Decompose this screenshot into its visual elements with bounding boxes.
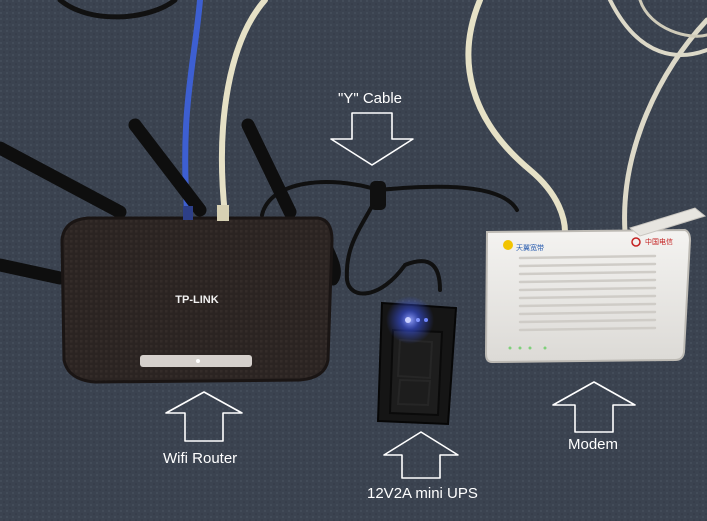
background-cables [57,0,707,235]
label-wifi-router: Wifi Router [163,450,238,467]
white-cable-top-right [608,0,707,57]
white-ethernet-cable-modem [465,0,568,235]
modem-logo-circle [503,240,513,250]
modem-brand-label: 天翼宽带 [516,243,544,252]
white-cable-top-right-2 [638,0,707,38]
white-cable-right [622,17,707,235]
modem-isp-label: 中国电信 [645,237,673,246]
wifi-router: TP-LINK [60,205,334,384]
modem-vent-slots [518,254,657,332]
arrow-down-y-cable [330,112,414,166]
label-modem: Modem [568,436,619,453]
modem-status-leds [508,346,547,350]
label-y-cable: "Y" Cable [338,90,403,107]
arrow-up-router [165,391,243,442]
label-mini-ups: 12V2A mini UPS [367,485,478,502]
ups-led [405,317,411,323]
white-ethernet-cable-router [218,0,268,218]
black-cable-top-left [57,0,178,20]
router-body [60,216,334,384]
blue-ethernet-cable [182,0,203,213]
modem: 天翼宽带 中国电信 [484,207,707,364]
arrow-up-modem [552,381,636,433]
y-cable [260,180,519,296]
mini-ups [376,296,458,426]
router-brand-logo: TP-LINK [175,294,218,306]
arrow-up-ups [383,431,459,479]
